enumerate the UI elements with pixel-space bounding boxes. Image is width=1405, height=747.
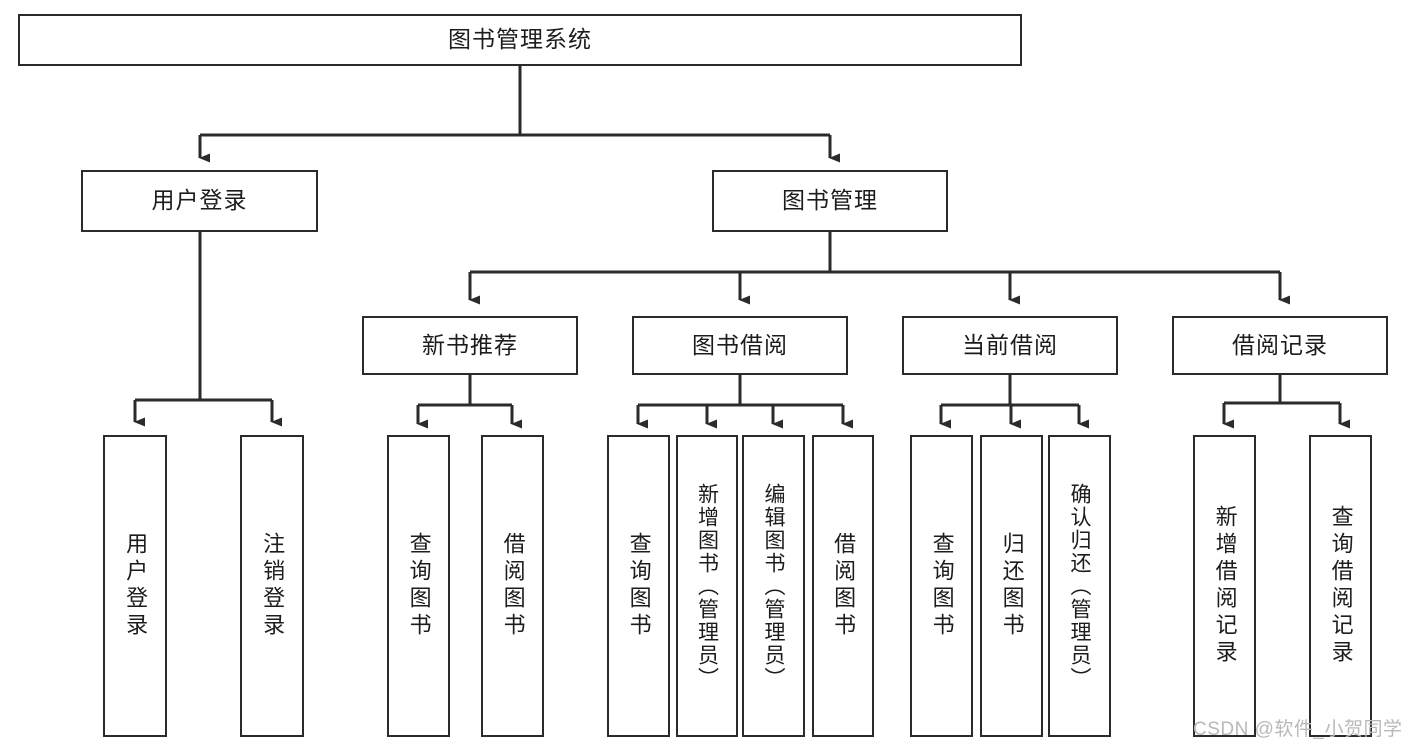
node-label: 查询图书 (406, 532, 432, 640)
node-label: 用户登录 (123, 532, 149, 640)
node-leaf-query-book-borrow[interactable]: 查询图书 (607, 435, 670, 737)
node-label: 图书管理系统 (448, 26, 592, 53)
node-label: 借阅图书 (500, 532, 526, 640)
node-label: 注销登录 (260, 532, 286, 640)
node-leaf-query-book-recommend[interactable]: 查询图书 (387, 435, 450, 737)
node-label: 编辑图书（管理员） (762, 482, 786, 690)
node-leaf-edit-book-admin[interactable]: 编辑图书（管理员） (742, 435, 805, 737)
node-label: 借阅记录 (1232, 331, 1328, 358)
node-root-book-management-system[interactable]: 图书管理系统 (18, 14, 1022, 66)
node-leaf-query-book-current[interactable]: 查询图书 (910, 435, 973, 737)
node-label: 新书推荐 (422, 331, 518, 358)
node-label: 查询图书 (626, 532, 652, 640)
node-label: 借阅图书 (831, 532, 857, 640)
node-leaf-borrow-book-recommend[interactable]: 借阅图书 (481, 435, 544, 737)
node-leaf-user-login[interactable]: 用户登录 (103, 435, 167, 737)
node-leaf-confirm-return-admin[interactable]: 确认归还（管理员） (1048, 435, 1111, 737)
node-label: 用户登录 (151, 187, 248, 214)
node-leaf-return-book[interactable]: 归还图书 (980, 435, 1043, 737)
node-leaf-add-borrow-record[interactable]: 新增借阅记录 (1193, 435, 1256, 737)
node-label: 查询借阅记录 (1328, 505, 1354, 667)
node-leaf-query-borrow-record[interactable]: 查询借阅记录 (1309, 435, 1372, 737)
node-label: 查询图书 (929, 532, 955, 640)
node-book-borrow[interactable]: 图书借阅 (632, 316, 848, 375)
node-label: 新增图书（管理员） (695, 482, 719, 690)
node-user-login[interactable]: 用户登录 (81, 170, 318, 232)
node-new-book-recommend[interactable]: 新书推荐 (362, 316, 578, 375)
node-book-management[interactable]: 图书管理 (712, 170, 948, 232)
node-leaf-logout[interactable]: 注销登录 (240, 435, 304, 737)
node-current-borrow[interactable]: 当前借阅 (902, 316, 1118, 375)
node-label: 当前借阅 (962, 331, 1058, 358)
node-leaf-borrow-book[interactable]: 借阅图书 (812, 435, 874, 737)
node-label: 图书借阅 (692, 331, 788, 358)
node-label: 归还图书 (999, 532, 1025, 640)
node-label: 新增借阅记录 (1212, 505, 1238, 667)
node-borrow-record[interactable]: 借阅记录 (1172, 316, 1388, 375)
node-label: 图书管理 (782, 187, 878, 214)
node-label: 确认归还（管理员） (1068, 482, 1092, 690)
node-leaf-add-book-admin[interactable]: 新增图书（管理员） (676, 435, 738, 737)
